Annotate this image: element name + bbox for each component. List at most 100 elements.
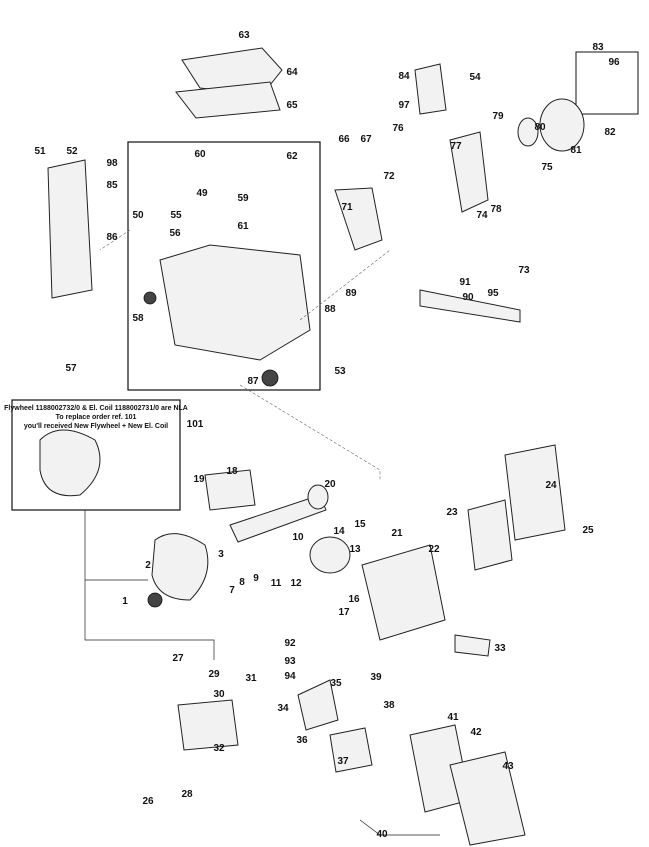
callout-76: 76	[392, 123, 404, 134]
callout-71: 71	[341, 202, 353, 213]
callout-28: 28	[181, 789, 193, 800]
callout-64: 64	[286, 67, 298, 78]
callout-84: 84	[398, 71, 410, 82]
callout-1: 1	[122, 596, 128, 607]
callout-57: 57	[65, 363, 77, 374]
handle-bar	[419, 289, 521, 323]
callout-85: 85	[106, 180, 118, 191]
callout-62: 62	[286, 151, 298, 162]
callout-37: 37	[337, 756, 349, 767]
parts	[39, 47, 585, 846]
callout-42: 42	[470, 727, 482, 738]
callout-97: 97	[398, 100, 410, 111]
callout-90: 90	[462, 292, 474, 303]
callout-33: 33	[494, 643, 506, 654]
callout-82: 82	[604, 127, 616, 138]
callout-75: 75	[541, 162, 553, 173]
callout-18: 18	[226, 466, 238, 477]
callout-63: 63	[238, 30, 250, 41]
callout-74: 74	[476, 210, 488, 221]
callout-13: 13	[349, 544, 361, 555]
callout-65: 65	[286, 100, 298, 111]
rubber-buffer	[261, 369, 279, 387]
callout-41: 41	[447, 712, 459, 723]
callout-78: 78	[490, 204, 502, 215]
callout-20: 20	[324, 479, 336, 490]
callout-98: 98	[106, 158, 118, 169]
callout-51: 51	[34, 146, 46, 157]
callout-23: 23	[446, 507, 458, 518]
oil-pump-plate	[334, 187, 383, 251]
callout-80: 80	[534, 122, 546, 133]
carburetor	[329, 727, 373, 773]
callout-101: 101	[187, 419, 204, 430]
callout-67: 67	[360, 134, 372, 145]
callout-15: 15	[354, 519, 366, 530]
callout-21: 21	[391, 528, 403, 539]
spark-plug	[454, 634, 491, 657]
callout-49: 49	[196, 188, 208, 199]
callout-31: 31	[245, 673, 257, 684]
callout-73: 73	[518, 265, 530, 276]
clutch-drum	[539, 98, 585, 152]
callout-60: 60	[194, 149, 206, 160]
chain-catcher	[414, 63, 447, 115]
callout-22: 22	[428, 544, 440, 555]
callout-87: 87	[247, 376, 259, 387]
callout-32: 32	[213, 743, 225, 754]
callout-36: 36	[296, 735, 308, 746]
crankcase	[159, 244, 311, 361]
callout-27: 27	[172, 653, 184, 664]
callout-12: 12	[290, 578, 302, 589]
callout-50: 50	[132, 210, 144, 221]
callout-40: 40	[376, 829, 388, 840]
note-line-1: Flywheel 1188002732/0 & El. Coil 1188002…	[4, 405, 188, 412]
callout-72: 72	[383, 171, 395, 182]
callout-7: 7	[229, 585, 235, 596]
callout-39: 39	[370, 672, 382, 683]
callout-52: 52	[66, 146, 78, 157]
callout-79: 79	[492, 111, 504, 122]
bearing	[307, 484, 329, 510]
sprocket	[517, 117, 539, 147]
callout-83: 83	[592, 42, 604, 53]
flywheel	[151, 533, 209, 601]
callout-11: 11	[271, 578, 282, 589]
callout-96: 96	[608, 57, 620, 68]
flywheel-kit	[39, 429, 101, 497]
callout-92: 92	[284, 638, 296, 649]
ignition-coil	[177, 699, 239, 751]
callout-56: 56	[169, 228, 181, 239]
callout-53: 53	[334, 366, 346, 377]
cover-gasket	[175, 81, 281, 119]
callout-38: 38	[383, 700, 395, 711]
callout-34: 34	[277, 703, 289, 714]
buffer	[143, 291, 157, 305]
callout-95: 95	[487, 288, 499, 299]
callout-86: 86	[106, 232, 118, 243]
callout-54: 54	[469, 72, 481, 83]
bearing-housing	[204, 469, 256, 511]
callout-29: 29	[208, 669, 220, 680]
callout-14: 14	[333, 526, 345, 537]
callout-2: 2	[145, 560, 151, 571]
callout-89: 89	[345, 288, 357, 299]
callout-61: 61	[237, 221, 249, 232]
callout-8: 8	[239, 577, 245, 588]
intake-manifold	[297, 679, 339, 731]
callout-19: 19	[193, 474, 205, 485]
side-plate	[47, 159, 93, 299]
callout-81: 81	[570, 145, 582, 156]
clutch-group-box	[575, 51, 639, 115]
cylinder	[361, 544, 446, 641]
callout-16: 16	[348, 594, 360, 605]
callout-17: 17	[338, 607, 350, 618]
callout-94: 94	[284, 671, 296, 682]
crankshaft	[229, 494, 327, 543]
callout-93: 93	[284, 656, 296, 667]
callout-24: 24	[545, 480, 557, 491]
callout-10: 10	[292, 532, 304, 543]
callout-88: 88	[324, 304, 336, 315]
